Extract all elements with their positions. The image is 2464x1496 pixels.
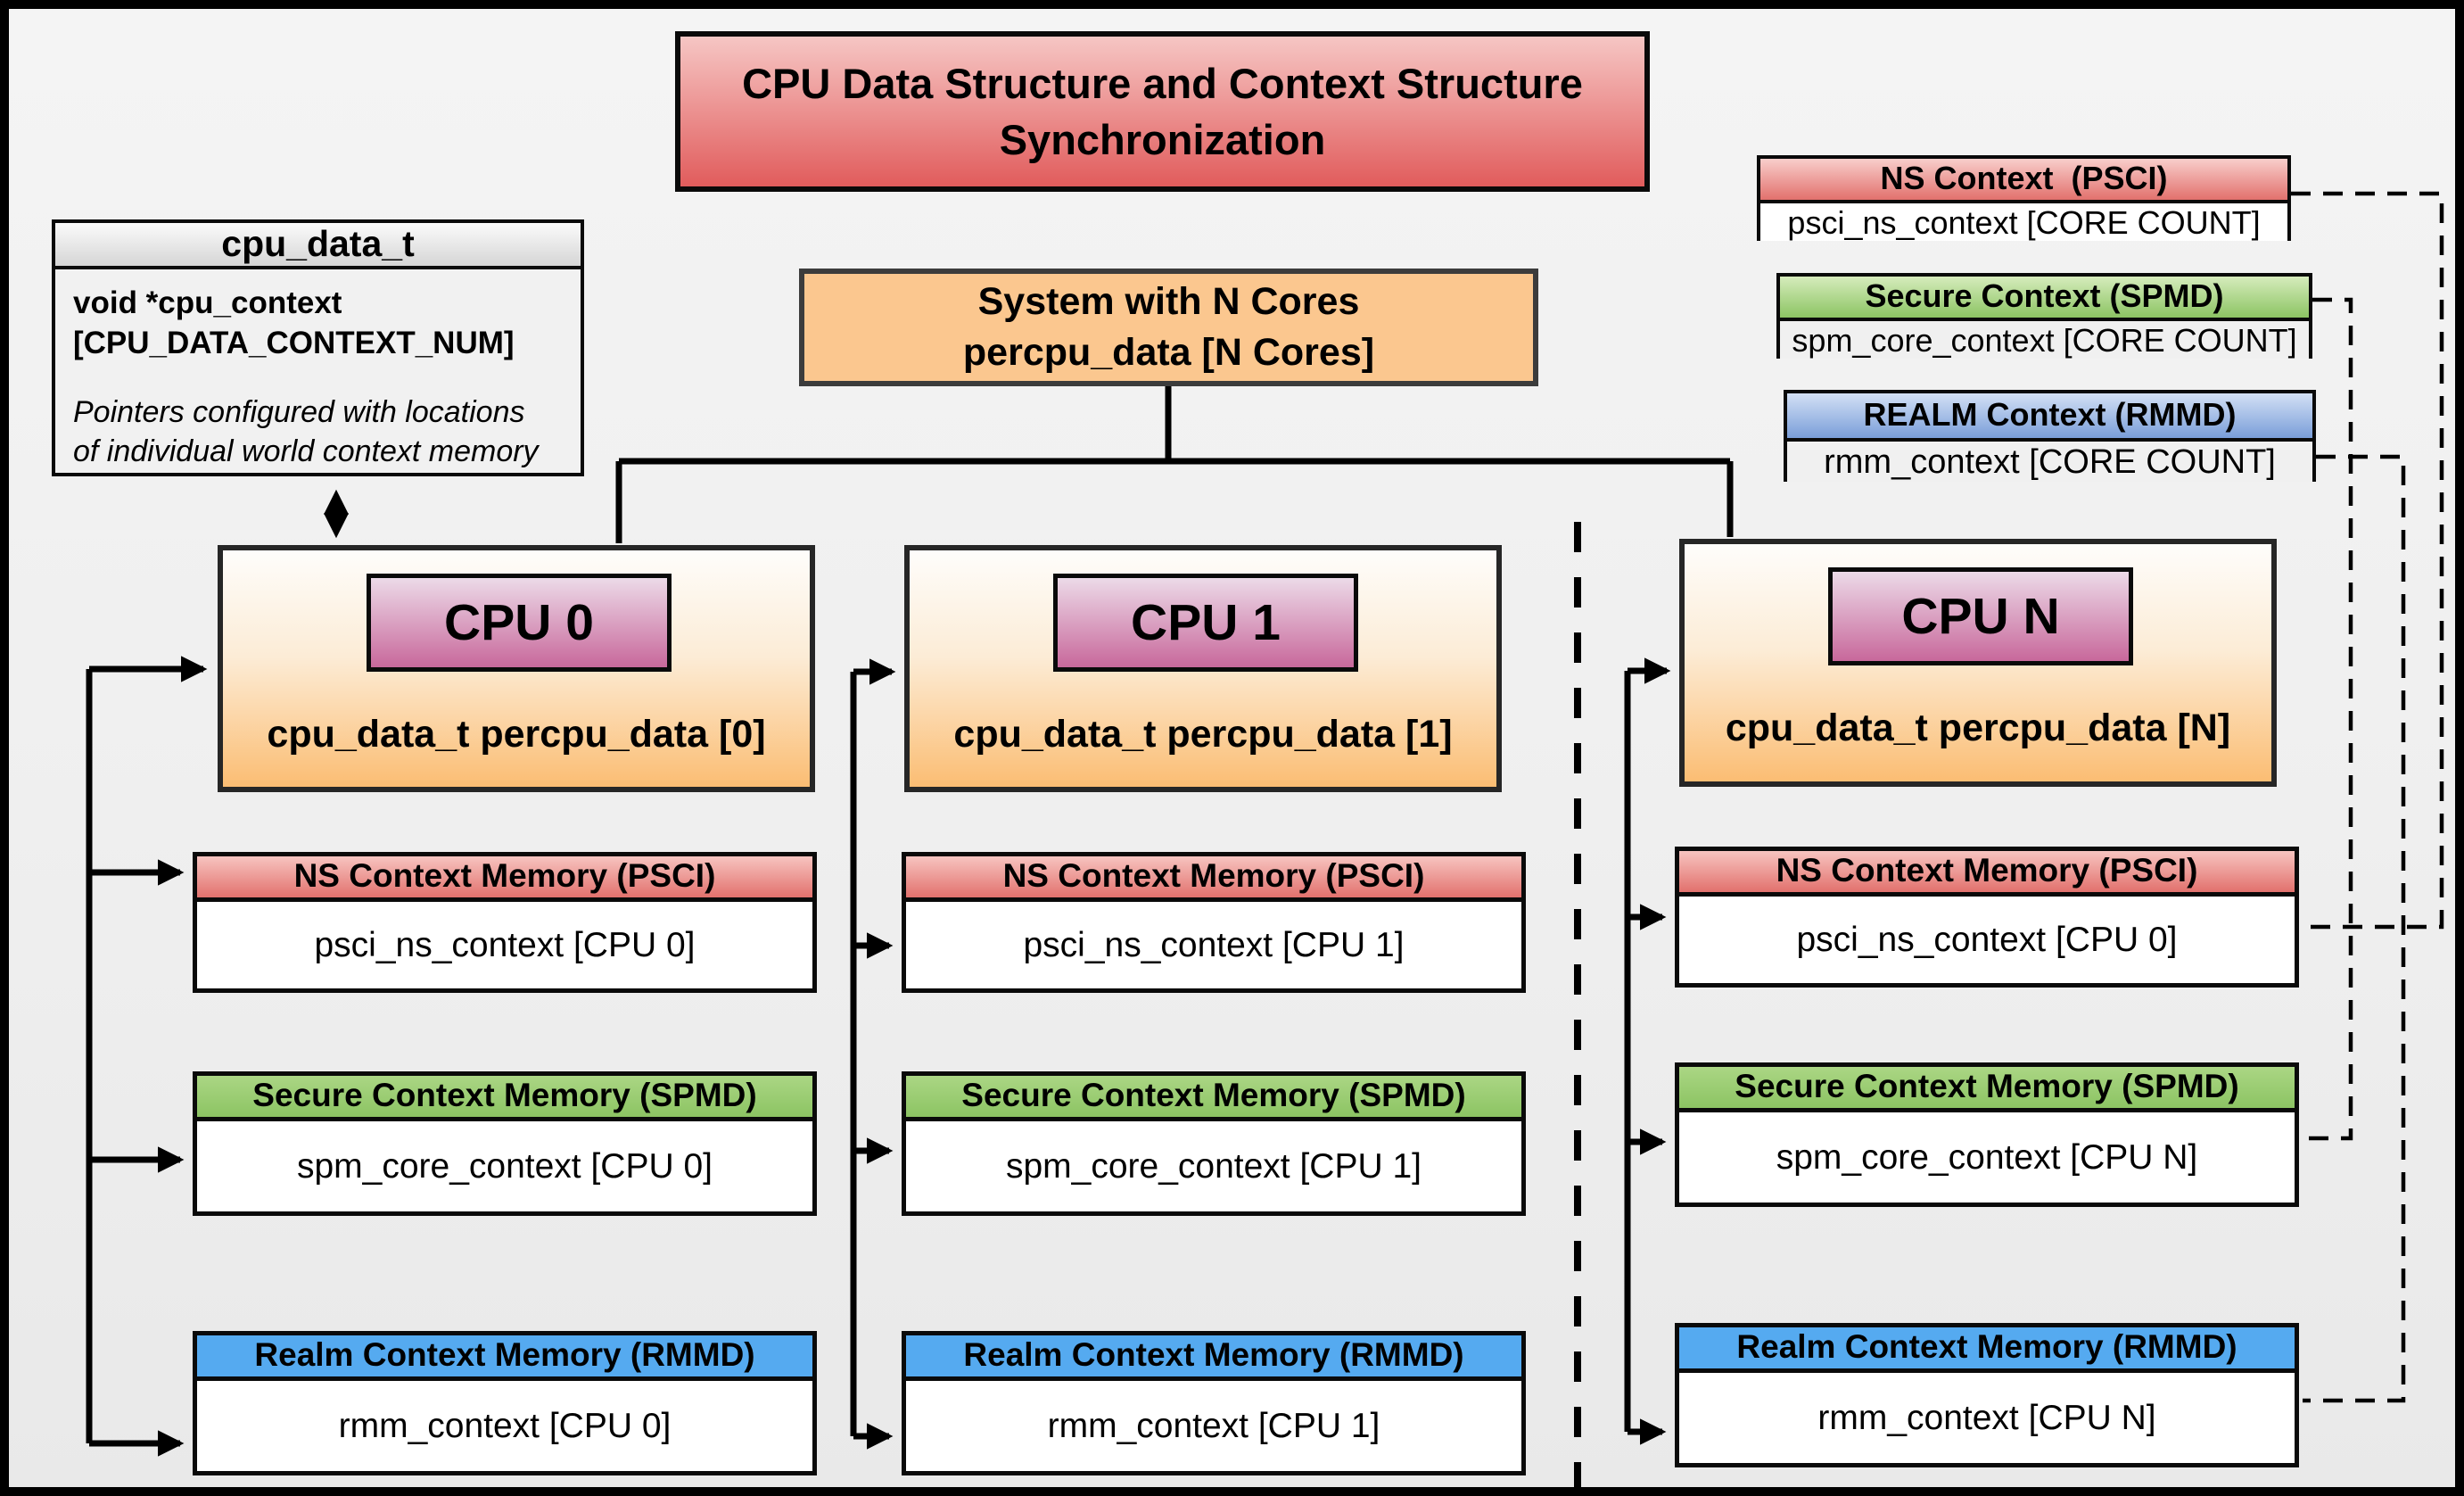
cpuN-ns-context-box: NS Context Memory (PSCI) psci_ns_context… (1675, 847, 2299, 988)
cpu1-title: CPU 1 (1053, 574, 1358, 672)
cpu1-realm-context-box: Realm Context Memory (RMMD) rmm_context … (902, 1331, 1526, 1475)
pointer-note-line1: Pointers configured with locations (73, 394, 525, 429)
cpu0-title: CPU 0 (367, 574, 672, 672)
cpu-data-t-struct-box: cpu_data_t void *cpu_context [CPU_DATA_C… (52, 219, 584, 476)
legend-realm-body: rmm_context [CORE COUNT] (1787, 442, 2312, 482)
legend-realm-context: REALM Context (RMMD) rmm_context [CORE C… (1784, 390, 2316, 482)
cpuN-realm-context-box: Realm Context Memory (RMMD) rmm_context … (1675, 1323, 2299, 1467)
cpuN-secure-context-body: spm_core_context [CPU N] (1776, 1137, 2198, 1177)
legend-ns-body: psci_ns_context [CORE COUNT] (1760, 203, 2287, 241)
diagram-title: CPU Data Structure and Context Structure… (675, 31, 1650, 192)
cpuN-data-label: cpu_data_t percpu_data [N] (1725, 707, 2231, 749)
cpu1-realm-context-body: rmm_context [CPU 1] (1047, 1406, 1380, 1445)
legend-secure-header: Secure Context (SPMD) (1780, 277, 2309, 321)
legend-secure-body: spm_core_context [CORE COUNT] (1780, 321, 2309, 359)
cpu0-ns-context-box: NS Context Memory (PSCI) psci_ns_context… (193, 852, 817, 993)
cpu0-ns-context-header: NS Context Memory (PSCI) (197, 856, 812, 902)
cpu0-secure-context-box: Secure Context Memory (SPMD) spm_core_co… (193, 1071, 817, 1216)
cpu0-secure-context-body: spm_core_context [CPU 0] (296, 1146, 713, 1186)
cpuN-rail (1624, 657, 1671, 1445)
ns-legend-link (2291, 191, 2444, 930)
cpu1-ns-context-body: psci_ns_context [CPU 1] (1023, 925, 1405, 964)
system-line1: System with N Cores (977, 280, 1360, 324)
legend-dashed-links (2291, 191, 2444, 1403)
system-branch-lines (615, 386, 1734, 543)
cpu-context-field-line2: [CPU_DATA_CONTEXT_NUM] (73, 325, 515, 360)
cpu0-secure-context-header: Secure Context Memory (SPMD) (197, 1076, 812, 1121)
legend-ns-header: NS Context (PSCI) (1760, 159, 2287, 203)
legend-realm-header: REALM Context (RMMD) (1787, 393, 2312, 442)
cpuN-secure-context-box: Secure Context Memory (SPMD) spm_core_co… (1675, 1062, 2299, 1207)
cpuN-box: CPU N cpu_data_t percpu_data [N] (1679, 539, 2277, 787)
cpuN-realm-context-header: Realm Context Memory (RMMD) (1679, 1327, 2295, 1373)
cpu1-ns-context-header: NS Context Memory (PSCI) (906, 856, 1521, 902)
legend-secure-context: Secure Context (SPMD) spm_core_context [… (1776, 273, 2312, 359)
cpu0-realm-context-body: rmm_context [CPU 0] (338, 1406, 672, 1445)
cpu-context-field-line1: void *cpu_context (73, 285, 342, 320)
cpu0-realm-context-box: Realm Context Memory (RMMD) rmm_context … (193, 1331, 817, 1475)
cpu0-rail (86, 656, 208, 1457)
cpu1-secure-context-body: spm_core_context [CPU 1] (1005, 1146, 1422, 1186)
cpu1-realm-context-header: Realm Context Memory (RMMD) (906, 1335, 1521, 1381)
system-box: System with N Cores percpu_data [N Cores… (799, 269, 1538, 386)
cpu0-box: CPU 0 cpu_data_t percpu_data [0] (218, 545, 815, 792)
cpu-data-t-body: void *cpu_context [CPU_DATA_CONTEXT_NUM]… (55, 269, 581, 485)
cpu1-ns-context-box: NS Context Memory (PSCI) psci_ns_context… (902, 852, 1526, 993)
cpu1-rail (850, 658, 896, 1450)
system-line2: percpu_data [N Cores] (962, 331, 1375, 374)
cpuN-secure-context-header: Secure Context Memory (SPMD) (1679, 1067, 2295, 1112)
cpu0-data-label: cpu_data_t percpu_data [0] (267, 713, 766, 756)
legend-ns-context: NS Context (PSCI) psci_ns_context [CORE … (1757, 155, 2291, 241)
cpu0-ns-context-body: psci_ns_context [CPU 0] (314, 925, 696, 964)
cpuN-realm-context-body: rmm_context [CPU N] (1817, 1398, 2156, 1437)
cpu-data-t-header: cpu_data_t (55, 223, 581, 269)
cpuN-ns-context-body: psci_ns_context [CPU 0] (1796, 920, 2178, 959)
cpu1-secure-context-header: Secure Context Memory (SPMD) (906, 1076, 1521, 1121)
cpu0-realm-context-header: Realm Context Memory (RMMD) (197, 1335, 812, 1381)
realm-legend-link (2303, 454, 2406, 1403)
pointer-note-line2: of individual world context memory (73, 434, 539, 468)
cpu1-secure-context-box: Secure Context Memory (SPMD) spm_core_co… (902, 1071, 1526, 1216)
cpu1-box: CPU 1 cpu_data_t percpu_data [1] (904, 545, 1502, 792)
cpuN-ns-context-header: NS Context Memory (PSCI) (1679, 851, 2295, 897)
cpu1-data-label: cpu_data_t percpu_data [1] (953, 713, 1453, 756)
cpuN-title: CPU N (1828, 567, 2133, 665)
